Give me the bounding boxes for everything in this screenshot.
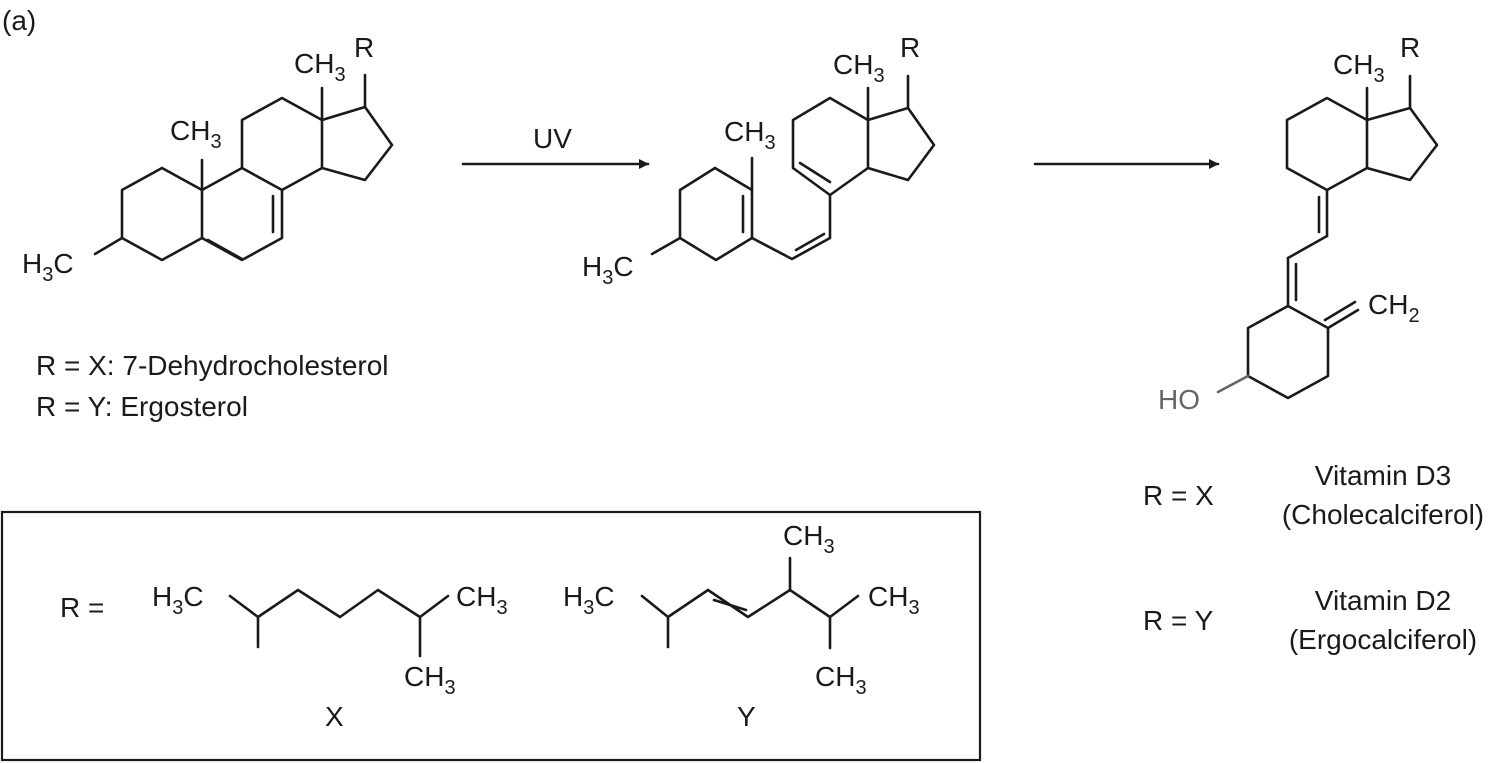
ring-b [200,166,284,262]
side-chain-x-label: X [325,701,344,732]
legend-ergosterol: R = Y: Ergosterol [36,391,248,422]
double-bond-5-6 [206,238,244,261]
r-label: R [1400,32,1420,63]
ch3-label: CH3 [404,661,456,699]
previtamin-d-structure: CH3 CH3 R H3C [582,32,936,289]
ch3-label: CH3 [170,115,222,153]
ring-c [791,96,870,197]
ch2-label: CH2 [1368,289,1420,327]
side-chain-x-backbone [228,588,450,619]
ring-a [678,166,754,262]
product-d3-r-eq: R = X [1143,480,1214,511]
ring-d [866,106,936,182]
sterol-structure: CH3 CH3 R H3C [22,32,394,286]
ch3-label: CH3 [1333,49,1385,87]
double-bond-ring-c [798,161,832,184]
ch3-label: CH3 [868,581,920,619]
hydroxyl-bond [1216,374,1250,394]
diene-single-bond [1286,234,1329,260]
ch3-label: CH3 [783,520,835,558]
triene-linker [750,193,832,261]
ch3-label: CH3 [833,49,885,87]
methylene-bond [1326,308,1360,330]
h3c-label: H3C [22,248,74,286]
ring-c [240,96,324,192]
ring-d [320,105,394,182]
ch3-label: CH3 [294,48,346,86]
product-d2-name: Vitamin D2 [1315,585,1451,616]
side-chain-y-label: Y [737,701,756,732]
panel-label: (a) [2,5,36,36]
product-d2-r-eq: R = Y [1143,605,1214,636]
side-chain-y: H3C CH3 CH3 CH3 Y [563,520,920,732]
h3c-label: H3C [582,251,634,289]
r-label: R [900,32,920,63]
double-bond-linker [794,232,826,252]
methyl-bond-c3 [93,236,124,256]
uv-label: UV [533,123,572,154]
product-d2-common-name: (Ergocalciferol) [1289,624,1477,655]
ch3-label: CH3 [456,581,508,619]
ch3-label: CH3 [815,661,867,699]
ring-d [1365,106,1439,182]
r-equals-label: R = [60,592,104,623]
double-bond-methylene [1323,300,1357,322]
product-d3-common-name: (Cholecalciferol) [1282,499,1484,530]
trans-double-bond [712,598,748,612]
vitamin-d-structure: CH3 R CH2 HO [1158,32,1439,415]
product-d3-name: Vitamin D3 [1315,460,1451,491]
ch3-label: CH3 [724,116,776,154]
methyl-bond-c3 [650,236,682,256]
ring-a [120,166,204,262]
ho-label: HO [1158,384,1200,415]
ring-c [1285,96,1369,192]
side-chain-y-backbone [640,588,860,619]
legend-7-dehydrocholesterol: R = X: 7-Dehydrocholesterol [36,350,389,381]
side-chain-x: H3C CH3 CH3 X [152,581,508,732]
h3c-label: H3C [152,581,204,619]
ring-a [1246,304,1330,400]
r-label: R [354,32,374,63]
side-chain-box [0,510,982,762]
h3c-label: H3C [563,581,615,619]
